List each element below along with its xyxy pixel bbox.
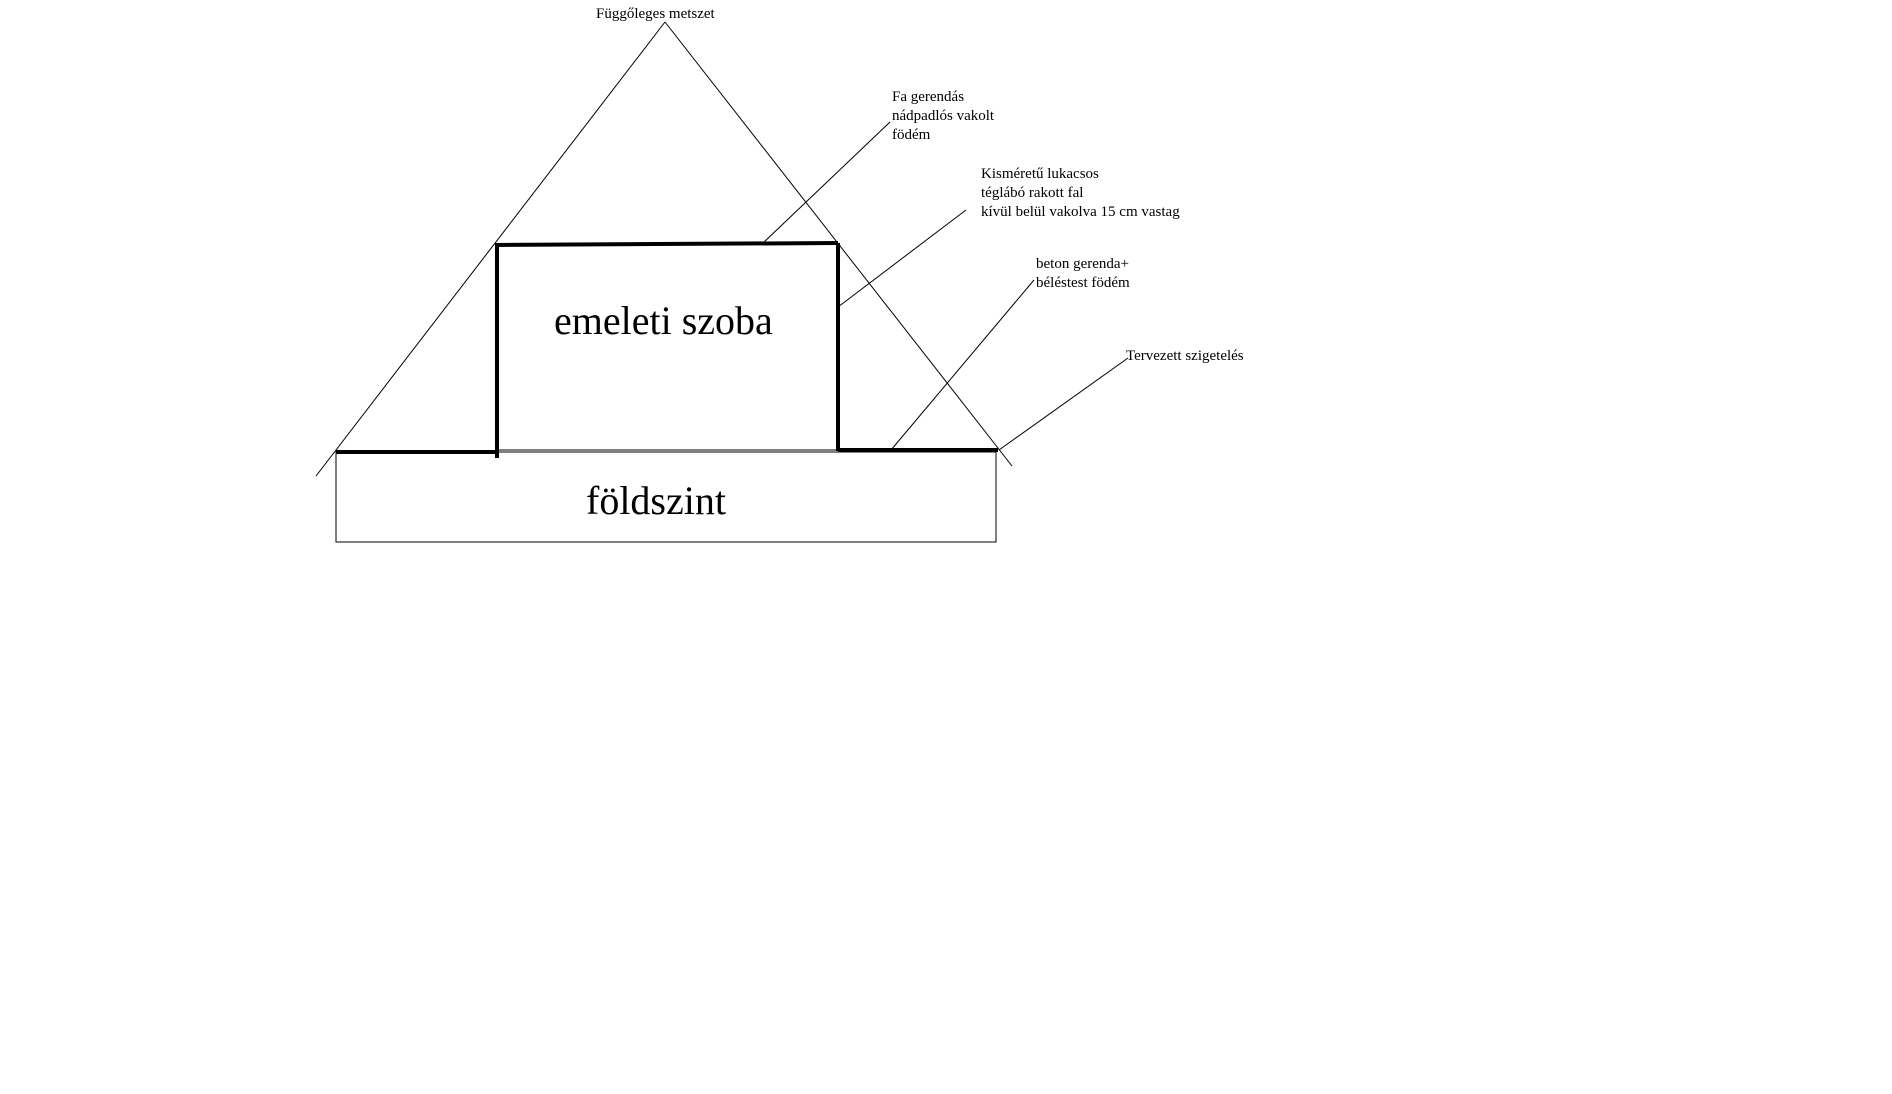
ground-floor-label: földszint xyxy=(586,478,726,523)
label-timber-ceiling-line2: nádpadlós vakolt xyxy=(892,108,995,124)
leader-brick-wall xyxy=(837,209,967,308)
label-timber-ceiling: Fa gerendás nádpadlós vakolt födém xyxy=(892,89,998,143)
leader-concrete-slab xyxy=(890,279,1035,451)
label-timber-ceiling-line1: Fa gerendás xyxy=(892,89,964,105)
label-concrete-slab-line1: beton gerenda+ xyxy=(1036,256,1129,272)
ground-floor-box xyxy=(335,451,997,543)
upper-room-ceiling xyxy=(494,241,839,247)
label-timber-ceiling-line3: födém xyxy=(892,127,931,143)
label-brick-wall-line1: Kisméretű lukacsos xyxy=(981,166,1099,182)
label-brick-wall-line3: kívül belül vakolva 15 cm vastag xyxy=(981,204,1180,220)
upper-room-label: emeleti szoba xyxy=(554,298,773,343)
diagram-title: Függőleges metszet xyxy=(596,6,716,22)
label-insulation: Tervezett szigetelés xyxy=(1126,348,1244,364)
leader-insulation xyxy=(998,357,1129,451)
label-insulation-line1: Tervezett szigetelés xyxy=(1126,348,1244,364)
label-brick-wall: Kisméretű lukacsos téglábó rakott fal kí… xyxy=(981,166,1180,220)
leader-timber-ceiling xyxy=(761,121,891,245)
label-brick-wall-line2: téglábó rakott fal xyxy=(981,185,1083,201)
label-concrete-slab: beton gerenda+ béléstest födém xyxy=(1036,256,1133,291)
roof-left-line xyxy=(315,21,666,477)
label-concrete-slab-line2: béléstest födém xyxy=(1036,275,1130,291)
